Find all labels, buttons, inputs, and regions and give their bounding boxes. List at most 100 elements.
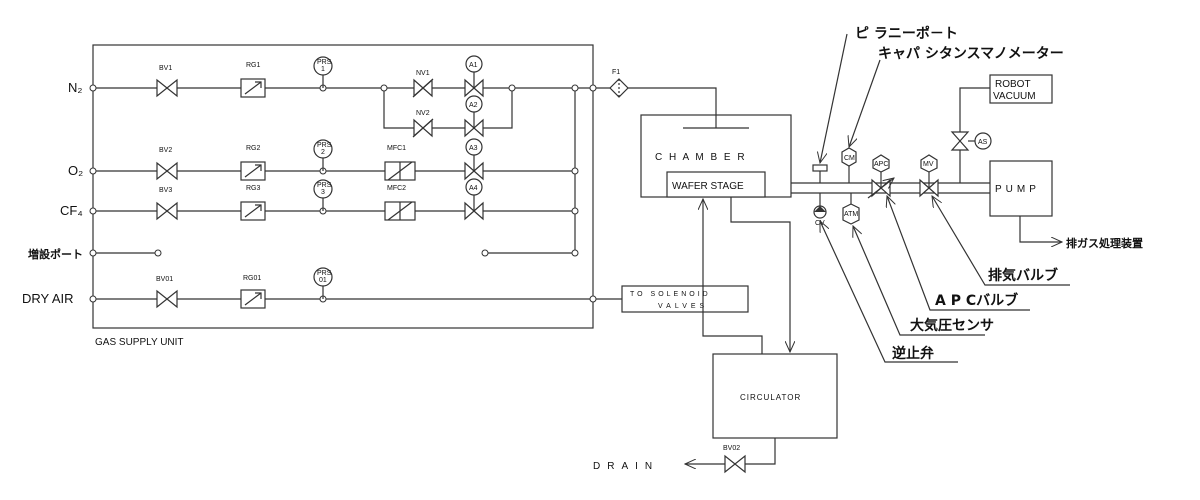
bv3-valve[interactable]: BV3: [156, 187, 178, 221]
o2-label: O₂: [68, 163, 83, 178]
pump-box: PUMP: [989, 160, 1053, 217]
svg-text:ROBOT: ROBOT: [995, 79, 1031, 90]
solenoid-valves-box: TO SOLENOID VALVES: [621, 285, 749, 313]
pirani-callout: ピ ラニーポ－ト: [820, 25, 958, 163]
rg3-regulator: RG3: [240, 185, 266, 221]
svg-text:C H A M B E R: C H A M B E R: [655, 152, 747, 163]
nv2-valve[interactable]: NV2: [412, 110, 434, 138]
svg-text:A4: A4: [469, 185, 478, 192]
svg-text:AS: AS: [978, 139, 988, 146]
svg-text:大気圧センサ: 大気圧センサ: [910, 317, 994, 334]
bv1-valve[interactable]: BV1: [156, 65, 178, 98]
svg-text:BV01: BV01: [156, 276, 173, 283]
capacitance-callout: キャパ シタンスマノメーター: [849, 46, 1064, 147]
svg-text:APC: APC: [874, 161, 888, 168]
line-terminals: [89, 84, 597, 303]
svg-text:PUMP: PUMP: [995, 184, 1040, 195]
circulator-supply-line: [730, 197, 790, 352]
cf4-label: CF₄: [60, 203, 83, 218]
circulator-return-line: [703, 199, 763, 354]
svg-text:PRS: PRS: [317, 270, 332, 277]
svg-text:TO SOLENOID: TO SOLENOID: [630, 291, 711, 298]
apc-valve[interactable]: APC: [867, 154, 894, 199]
svg-text:RG3: RG3: [246, 185, 261, 192]
port-label: 増設ポート: [28, 247, 83, 261]
nv1-valve[interactable]: NV1: [412, 70, 434, 98]
robot-vacuum-line: [959, 87, 990, 183]
svg-text:3: 3: [321, 189, 325, 196]
f1-filter: F1: [609, 69, 629, 98]
prs1-sensor: PRS 1: [313, 56, 333, 88]
svg-text:MFC2: MFC2: [387, 185, 406, 192]
atm-gauge: ATM: [842, 193, 860, 225]
svg-text:RG01: RG01: [243, 275, 261, 282]
svg-text:VACUUM: VACUUM: [993, 91, 1036, 102]
svg-text:MV: MV: [923, 161, 934, 168]
cm-gauge: CM: [841, 147, 857, 183]
svg-text:CM: CM: [844, 155, 855, 162]
svg-text:ピ ラニーポ－ト: ピ ラニーポ－ト: [855, 25, 958, 42]
svg-text:BV02: BV02: [723, 445, 740, 452]
exhaust-output-line: [1019, 216, 1062, 242]
svg-text:A2: A2: [469, 102, 478, 109]
svg-text:A1: A1: [469, 62, 478, 69]
svg-text:RG2: RG2: [246, 145, 261, 152]
chamber-feed-line: [628, 87, 717, 115]
svg-text:A P Cバルブ: A P Cバルブ: [935, 292, 1018, 309]
svg-text:PRS: PRS: [317, 142, 332, 149]
exhaust-valve-callout: 排気バルブ: [932, 196, 1070, 286]
atm-sensor-callout: 大気圧センサ: [853, 226, 994, 336]
bv01-valve[interactable]: BV01: [156, 276, 178, 309]
drain-line: [745, 438, 776, 465]
rg2-regulator: RG2: [240, 145, 266, 181]
a4-valve[interactable]: A4: [464, 178, 484, 221]
svg-text:MFC1: MFC1: [387, 145, 406, 152]
svg-text:BV1: BV1: [159, 65, 172, 72]
pirani-port: [812, 164, 828, 183]
mv-valve[interactable]: MV: [919, 154, 939, 198]
svg-text:A3: A3: [469, 145, 478, 152]
wafer-stage-box: WAFER STAGE: [666, 171, 766, 198]
svg-text:NV1: NV1: [416, 70, 430, 77]
exhaust-treatment-label: 排ガス処理装置: [1066, 236, 1143, 250]
svg-text:RG1: RG1: [246, 62, 261, 69]
prs2-sensor: PRS 2: [313, 139, 333, 171]
n2-label: N₂: [68, 80, 82, 95]
nv-bypass-loop: [383, 88, 513, 129]
svg-text:1: 1: [321, 66, 325, 73]
svg-text:PRS: PRS: [317, 59, 332, 66]
bv2-valve[interactable]: BV2: [156, 147, 178, 181]
svg-text:BV2: BV2: [159, 147, 172, 154]
a1-valve[interactable]: A1: [464, 55, 484, 98]
svg-text:BV3: BV3: [159, 187, 172, 194]
prs3-sensor: PRS 3: [313, 179, 333, 211]
svg-text:ATM: ATM: [844, 211, 858, 218]
svg-text:01: 01: [319, 277, 327, 284]
svg-text:キャパ シタンスマノメーター: キャパ シタンスマノメーター: [878, 46, 1064, 62]
drain-label: DRAIN: [593, 461, 659, 472]
a2-valve[interactable]: A2: [464, 95, 484, 138]
svg-text:F1: F1: [612, 69, 620, 76]
mfc2-controller: MFC2: [384, 185, 416, 221]
svg-text:NV2: NV2: [416, 110, 430, 117]
svg-text:CIRCULATOR: CIRCULATOR: [740, 393, 801, 402]
svg-text:PRS: PRS: [317, 182, 332, 189]
as-valve[interactable]: AS: [950, 131, 992, 151]
dry-air-label: DRY AIR: [22, 291, 74, 306]
gas-supply-unit-label: GAS SUPPLY UNIT: [95, 337, 184, 348]
mfc1-controller: MFC1: [384, 145, 416, 181]
prs01-sensor: PRS 01: [313, 267, 333, 299]
svg-text:WAFER STAGE: WAFER STAGE: [672, 181, 744, 192]
svg-text:逆止弁: 逆止弁: [892, 345, 934, 362]
svg-text:排気バルブ: 排気バルブ: [988, 267, 1058, 284]
check-valve-callout: 逆止弁: [819, 221, 958, 363]
gas-supply-unit-box: [92, 44, 594, 329]
robot-vacuum-box: ROBOT VACUUM: [989, 74, 1053, 104]
rg01-regulator: RG01: [240, 275, 266, 309]
svg-text:2: 2: [321, 149, 325, 156]
a3-valve[interactable]: A3: [464, 138, 484, 181]
apc-valve-callout: A P Cバルブ: [887, 196, 1030, 311]
bv02-valve[interactable]: BV02: [723, 445, 746, 474]
circulator-box: CIRCULATOR: [712, 353, 838, 439]
